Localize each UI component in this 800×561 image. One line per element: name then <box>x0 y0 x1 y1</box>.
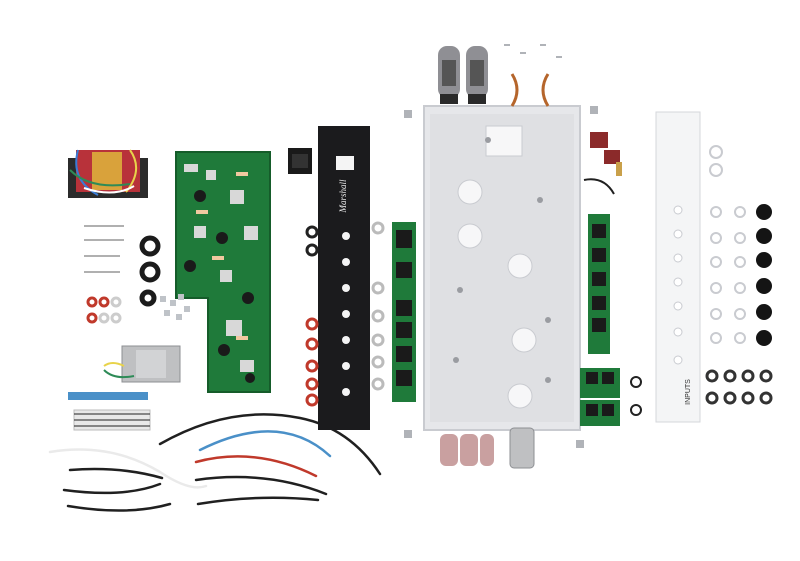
nuts-and-bolts <box>160 294 190 320</box>
power-transformer <box>68 149 148 198</box>
jack-nuts <box>705 369 773 405</box>
filter-capacitor <box>509 427 535 469</box>
washers <box>86 296 122 324</box>
wire-harnesses <box>48 413 382 512</box>
main-pcb <box>175 151 271 393</box>
front-panel-brand: Marshall <box>338 179 348 214</box>
output-transformer <box>103 345 181 383</box>
standoff-screws <box>84 225 124 273</box>
small-screws <box>404 44 598 448</box>
grommets <box>139 235 161 307</box>
chassis <box>423 105 581 431</box>
panel-o-rings <box>305 221 385 407</box>
preamp-tubes <box>440 434 494 466</box>
tube-retainers <box>510 73 550 107</box>
speaker-jack-board <box>580 368 642 426</box>
rear-panel-label: INPUTS <box>685 379 692 405</box>
toggle-switches <box>583 132 622 195</box>
pot-board <box>588 214 610 354</box>
front-panel-black: Marshall <box>318 126 370 430</box>
rear-panel-white: INPUTS <box>655 111 701 423</box>
power-tubes <box>438 46 488 104</box>
ribbon-cables <box>68 392 151 431</box>
knobs <box>756 204 772 346</box>
jack-board <box>392 222 416 402</box>
iec-inlet <box>288 148 312 174</box>
knob-washers <box>709 145 746 344</box>
